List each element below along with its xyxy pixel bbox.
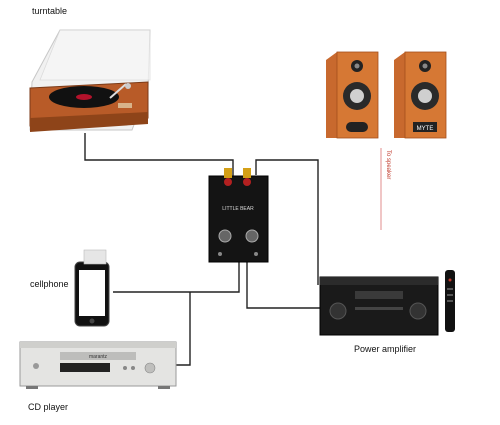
wire-preamp-to-amplifier <box>255 159 319 285</box>
wires <box>84 133 320 366</box>
to-speaker-label: To speaker <box>385 150 391 180</box>
turntable-label: turntable <box>32 6 68 16</box>
wire-preamp-out-to-amp <box>246 262 320 309</box>
cd-player-label: CD player <box>28 402 69 412</box>
preamp-box: LITTLE BEAR <box>208 168 269 263</box>
remote-control <box>445 270 455 332</box>
wire-turntable-to-preamp <box>84 133 234 176</box>
cd-brand: marantz <box>89 354 108 360</box>
power-amplifier <box>319 270 455 336</box>
speaker-badge: MYTE <box>417 126 434 132</box>
preamp-label: LITTLE BEAR <box>222 206 254 212</box>
wire-cellphone-to-preamp <box>113 262 240 293</box>
speakers: MYTE <box>326 51 447 139</box>
speaker-left <box>326 51 379 139</box>
power-amplifier-label: Power amplifier <box>354 344 417 354</box>
cellphone <box>74 249 110 327</box>
wire-cd-to-preamp <box>175 292 191 366</box>
cellphone-label: cellphone <box>30 279 69 289</box>
speaker-right: MYTE <box>394 51 447 139</box>
turntable <box>29 29 151 132</box>
cd-player: marantz <box>19 341 177 389</box>
